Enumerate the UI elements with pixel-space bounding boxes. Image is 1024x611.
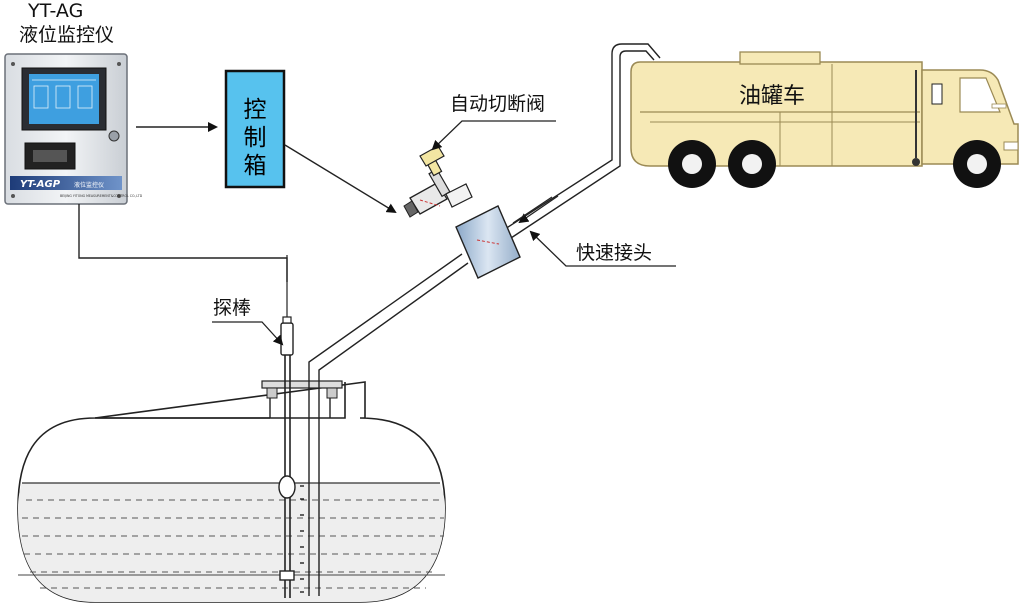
probe-head — [280, 322, 294, 356]
tank-flange — [261, 380, 343, 389]
shutoff-valve — [403, 145, 473, 218]
monitor-screen — [29, 74, 99, 124]
quick-coupling — [455, 205, 521, 279]
panel-name: 液位监控仪 — [74, 181, 104, 189]
oil-tanker-truck — [630, 51, 1019, 188]
tank-liquid — [18, 483, 445, 602]
device-model-label: YT-AG — [28, 0, 84, 22]
storage-tank — [17, 380, 446, 603]
probe-label: 探棒 — [213, 297, 252, 319]
callout-leaders — [212, 120, 676, 346]
control-box-char-1: 控 — [243, 97, 267, 123]
panel-brand-label: YT-AGP — [20, 179, 61, 190]
control-box-char-3: 箱 — [243, 153, 267, 179]
probe-bottom-float — [279, 570, 295, 581]
device-name-label: 液位监控仪 — [19, 24, 115, 46]
monitor-knob — [108, 130, 120, 142]
truck-label: 油罐车 — [739, 84, 806, 109]
probe-float — [278, 475, 296, 499]
liquid-dashes — [22, 499, 444, 589]
level-monitor-device: 液位监控仪 BEIJING YITONG MEASUREMENT&CONTROL… — [4, 53, 143, 205]
control-box — [224, 69, 286, 189]
discharge-pipe — [308, 43, 661, 596]
panel-maker: BEIJING YITONG MEASUREMENT&CONTROL CO.,L… — [60, 194, 143, 198]
coupling-label: 快速接头 — [576, 242, 653, 264]
control-box-char-2: 制 — [243, 125, 267, 151]
valve-label: 自动切断阀 — [450, 93, 546, 115]
monitor-brand-bar — [10, 176, 122, 190]
signal-lines — [78, 122, 397, 282]
